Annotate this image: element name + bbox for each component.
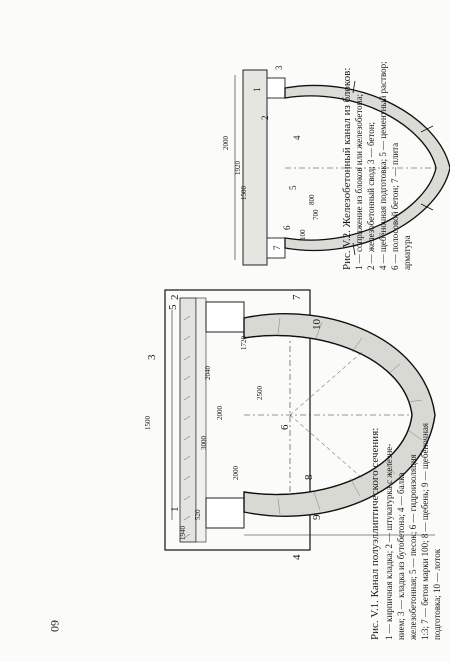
figure-v2 [234, 69, 450, 266]
v1-arch-hatch [277, 317, 423, 515]
v1-left-wall [205, 497, 245, 529]
caption-v2-line-1: 1 — сопряжение из блоков или железобетон… [354, 94, 364, 270]
v1-dimension-label-4: 1940 [179, 526, 187, 541]
v1-leader-label-6: 7 [291, 294, 303, 300]
caption-v2-line-5: арматура [402, 235, 412, 270]
v1-dimension-label-1: 2000 [232, 466, 240, 481]
v1-leader-label-1: 2 [169, 295, 181, 301]
v1-leader-label-7: 8 [303, 474, 315, 480]
v1-leader-label-9: 10 [311, 319, 323, 331]
v1-dimension-label-0: 2000 [216, 406, 224, 421]
v1-radius-a [289, 414, 363, 479]
caption-v2: Рис. V.2. Железобетонный канал из блоков… [341, 61, 412, 270]
v2-dimension-label-1: 1500 [240, 186, 248, 201]
caption-v2-title: Рис. V.2. Железобетонный канал из блоков… [341, 68, 353, 270]
v1-leader-label-8: 9 [311, 514, 323, 520]
v1-dimension-label-2: 2500 [256, 386, 264, 401]
caption-v1: Рис. V.1. Канал полуэллиптического сечен… [369, 423, 442, 641]
caption-v1-line-5: подготовка; 10 — лоток [432, 548, 442, 640]
v2-right-block [266, 77, 286, 99]
caption-v1-line-2: нием; 3 — кладка из бутобетона; 4 — балк… [396, 473, 406, 640]
v2-leader-label-6: 7 [272, 245, 282, 250]
v2-dimension-label-3: 700 [312, 209, 320, 220]
v1-leader-label-4: 5 [167, 304, 179, 310]
caption-v1-line-3: железобетонная; 5 — песок; 6 — гидроизол… [408, 454, 418, 641]
v1-base-outline [164, 289, 311, 551]
v1-dimension-label-3: 3000 [200, 436, 208, 451]
v1-dimension-label-8: 520 [194, 509, 202, 520]
v2-leader-label-2: 3 [274, 65, 284, 70]
v2-leader-label-3: 4 [292, 135, 302, 140]
v1-gravel-bed [195, 297, 207, 543]
v1-leader-label-3: 4 [291, 554, 303, 560]
caption-v2-line-4: 6 — полосовой бетон; 7 — плита [390, 143, 400, 270]
v2-leader-label-1: 2 [260, 116, 270, 121]
v1-plaster-line [243, 335, 413, 495]
v1-right-wall [205, 301, 245, 333]
v2-dimension-label-2: 800 [308, 194, 316, 205]
v2-leader-label-0: 1 [252, 88, 262, 93]
v1-concrete-slab [179, 297, 197, 543]
v1-radius-b [289, 351, 363, 416]
caption-v1-line-4: 1:3; 7 — бетон марки 100; 8 — щебень; 9 … [420, 423, 430, 640]
figure-v1 [164, 289, 436, 551]
v2-dimension-label-5: 100 [299, 229, 307, 240]
caption-v2-line-3: 4 — щебёночная подготовка; 5 — цементный… [378, 61, 388, 270]
v2-joints [352, 80, 434, 256]
v2-leader-label-5: 6 [282, 225, 292, 230]
v2-dimension-label-4: 1920 [234, 161, 242, 176]
v1-slab-stipple [183, 315, 191, 539]
caption-v2-line-2: 2 — железобетонный свод; 3 — бетон; [366, 122, 376, 270]
page-number: 60 [48, 620, 62, 632]
caption-v1-title: Рис. V.1. Канал полуэллиптического сечен… [369, 428, 381, 640]
caption-v1-line-1: 1 — кирпичная кладка; 2 — штукатурка с ж… [384, 444, 394, 640]
v1-leader-label-0: 1 [169, 507, 181, 513]
v2-base-slab [242, 69, 268, 266]
v1-dimension-label-6: 2040 [204, 366, 212, 381]
v2-dimension-label-0: 2000 [222, 136, 230, 151]
v1-leader-label-5: 6 [279, 424, 291, 430]
v1-dimension-label-7: 1500 [144, 416, 152, 431]
v1-leader-label-2: 3 [146, 354, 158, 360]
v2-callouts: 1 2 3 4 5 6 7 2000 1500 800 700 1920 100 [222, 65, 320, 250]
v2-leader-label-4: 5 [288, 185, 298, 190]
v1-dimension-label-5: 1720 [240, 336, 248, 351]
v1-callouts: 1 2 3 4 5 6 7 8 9 10 2000 2000 2500 3000 1940 1720 2040 1… [144, 294, 323, 560]
